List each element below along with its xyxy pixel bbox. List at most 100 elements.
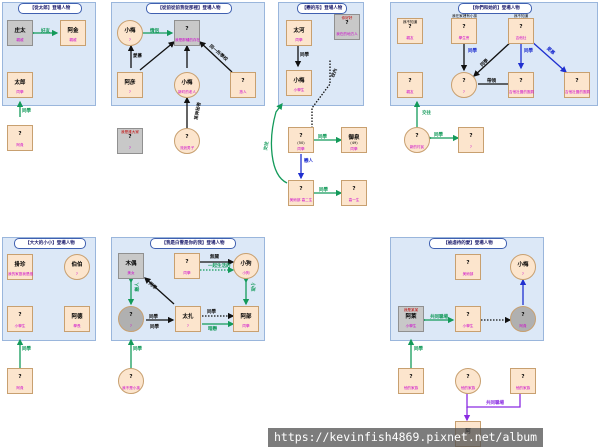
node-5c: ? 小學生 [7, 306, 33, 332]
edge-label-14: 同學 [434, 133, 443, 138]
node-6f: 阿部同學 [233, 306, 259, 332]
node-7g-sub: 他的家族 [460, 386, 476, 390]
edge-label-3: 情侶 [150, 29, 159, 34]
node-4b-top: 我在家裡有小孩 [452, 14, 478, 18]
node-6e-name: 太扎 [182, 314, 194, 320]
edge-7 [199, 41, 233, 73]
edge-label-17: 同學 [524, 49, 533, 54]
node-3g-name: ? [352, 186, 356, 192]
node-7i-name: ? [521, 374, 525, 380]
node-7e-name: ? [521, 312, 525, 318]
edge-20 [529, 39, 567, 73]
node-6d-sub: ? [130, 324, 132, 328]
node-2e: 我是誰大家?? [117, 128, 143, 154]
node-3d-name: ? [299, 133, 303, 139]
node-1b-sub: 親戚 [69, 38, 77, 42]
node-7a-top: 我是某某 [403, 308, 419, 312]
node-3f: ?美術部 高二生 [288, 180, 314, 206]
node-7d-sub: 小學生 [462, 324, 474, 328]
node-4a: 我不知道?親友 [397, 18, 423, 44]
node-5e-sub: 阿貴 [16, 386, 24, 390]
node-5c-name: ? [18, 312, 22, 318]
node-6c-sub: 小狗 [242, 271, 250, 275]
node-3b-sub: 我在的地方人 [336, 32, 358, 36]
node-5d: 阿德學長 [64, 306, 90, 332]
node-5e-name: ? [18, 374, 22, 380]
node-4b-sub: 學生會 [458, 36, 470, 40]
node-1d-sub: 阿貴 [16, 143, 24, 147]
node-1c-sub: 同學 [16, 90, 24, 94]
node-2g-name: ? [241, 78, 245, 84]
node-4c-top: 我不知道 [513, 14, 529, 18]
node-2b: ? 我是那種的存在 [174, 20, 200, 46]
node-7e: ?阿貴 [510, 306, 536, 332]
node-7c-sub: ? [522, 272, 524, 276]
edge-label-10: 戀人 [304, 159, 313, 164]
node-2f-name: ? [185, 134, 189, 140]
node-7b-sub: 美術部 [462, 272, 474, 276]
node-2b-name: ? [185, 26, 189, 32]
panel-7-title: 【被虐待的愛】登場人物 [429, 238, 507, 249]
node-3g-sub: 高一生 [348, 198, 360, 202]
node-4i-name: ? [469, 133, 473, 139]
node-6f-name: 阿部 [240, 314, 252, 320]
node-4f-sub: 吉他社團的團員 [509, 90, 535, 94]
node-7b-name: ? [466, 260, 470, 266]
node-5e: ? 阿貴 [7, 368, 33, 394]
edge-label-19: 帶領 [487, 79, 496, 84]
node-7i-sub: 他的家族 [515, 386, 531, 390]
node-1d-name: ? [18, 131, 22, 137]
node-7g: ? 他的家族 [455, 368, 481, 394]
node-3e-name: 御泉 [348, 135, 360, 141]
node-2g: ?旅人 [230, 72, 256, 98]
node-4h: ?新的村民 [404, 127, 430, 153]
node-4g-sub: 吉他社團的團員 [565, 90, 591, 94]
edge-14 [270, 102, 288, 184]
node-4i-sub: ? [470, 145, 472, 149]
edge-label-20: 同學 [22, 347, 31, 352]
node-3c-sub: 小學生 [293, 88, 305, 92]
edge-label-13: 交往 [422, 111, 431, 116]
edge-label-28: 同學 [207, 310, 216, 315]
panel-4 [390, 2, 598, 106]
node-1a-name: 庄太 [14, 28, 26, 34]
node-1c-name: 太郎 [14, 80, 26, 86]
node-5a: 掛珍我的家庭我是誰 [7, 254, 33, 280]
node-4d-name: ? [462, 78, 466, 84]
node-6b-name: ? [185, 259, 189, 265]
node-3e-top: (49) [350, 141, 358, 145]
node-2d-sub: 新町的老人 [178, 90, 196, 94]
node-7c-name: 小梅 [517, 262, 529, 268]
node-3f-name: ? [299, 186, 303, 192]
panel-2-title: 【從前從前我從那裡】登場人物 [146, 3, 232, 14]
edge-label-23: 無關 [210, 255, 219, 260]
edge-5 [139, 41, 176, 71]
edge-label-2: 同學 [22, 109, 31, 114]
node-4a-name: ? [408, 24, 412, 30]
panel-1-title: 【從太郎】登場人物 [18, 3, 82, 14]
node-5b: 伯伯? [64, 254, 90, 280]
edge-label-11: 同學 [319, 188, 328, 193]
node-4f-name: ? [519, 78, 523, 84]
panel-5-title: 【大大的小小】登場人物 [14, 238, 86, 249]
node-3a: 太河同學 [286, 20, 312, 46]
node-4c-name: ? [519, 24, 523, 30]
node-7g-name: ? [466, 374, 470, 380]
node-4d-sub: ? [463, 90, 465, 94]
node-2f-sub: 流浪男子 [179, 146, 195, 150]
node-6f-sub: 同學 [242, 324, 250, 328]
node-5c-sub: 小學生 [14, 324, 26, 328]
node-3c-name: 小梅 [293, 78, 305, 84]
edge-label-32: 共同職場 [430, 315, 448, 320]
node-4c: 我不知道?吉他社 [508, 14, 534, 44]
node-5b-name: 伯伯 [71, 262, 83, 268]
edge-label-26: 同學 [149, 315, 158, 320]
node-7i: ? 他的家族 [510, 368, 536, 394]
edge-label-30: 小孩 [249, 282, 255, 292]
node-2b-sub: 我是那種的存在 [175, 38, 201, 42]
node-2d-name: 小梅 [181, 80, 193, 86]
node-3e-sub: 同學 [350, 147, 358, 151]
node-6a: 木偶美女 [118, 253, 144, 279]
edge-label-15: 同學 [468, 49, 477, 54]
node-7a-name: 阿萊 [405, 314, 417, 320]
